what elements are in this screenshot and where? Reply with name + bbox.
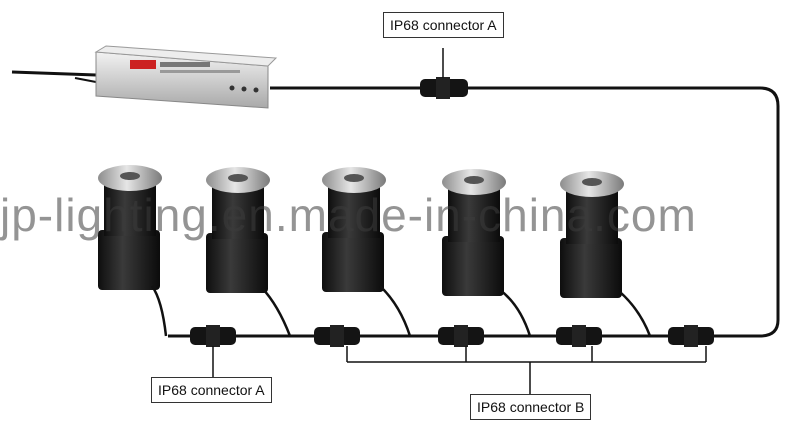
light-4 bbox=[442, 169, 532, 337]
watermark-text: jp-lighting.en.made-in-china.com bbox=[0, 189, 697, 241]
ip68-connector-b-4 bbox=[668, 325, 714, 347]
ip68-connector-b-3 bbox=[556, 325, 602, 347]
label-connector-b: IP68 connector B bbox=[470, 394, 592, 420]
light-3 bbox=[322, 167, 412, 337]
input-cable bbox=[11, 70, 97, 77]
ip68-connector-a-top bbox=[420, 48, 468, 99]
label-connector-a-bottom: IP68 connector A bbox=[151, 377, 272, 403]
input-cable-2 bbox=[74, 77, 97, 83]
label-connector-a-top: IP68 connector A bbox=[383, 12, 504, 38]
ip68-connector-a-bottom bbox=[190, 325, 236, 377]
light-2 bbox=[206, 167, 292, 337]
led-driver bbox=[94, 45, 278, 109]
light-1 bbox=[98, 165, 168, 337]
driver-sticker bbox=[130, 60, 156, 69]
ip68-connector-b-2 bbox=[438, 325, 484, 347]
ip68-connector-b-1 bbox=[314, 325, 360, 347]
main-cable bbox=[168, 86, 780, 338]
connector-b-bracket bbox=[346, 346, 707, 394]
light-5 bbox=[560, 171, 652, 337]
